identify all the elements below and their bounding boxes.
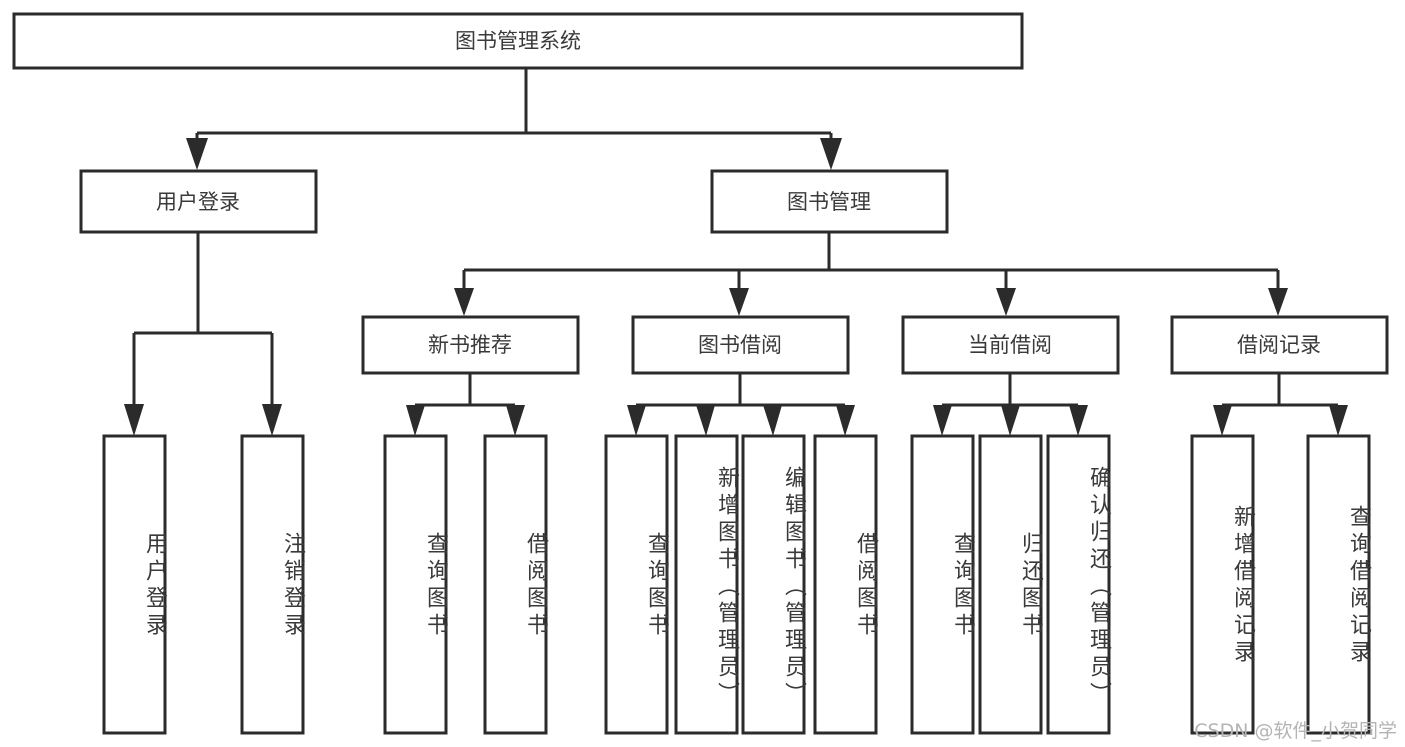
arrow-head-book-borrow-leaf-1 bbox=[627, 405, 646, 436]
new-book-recommend-box-rect bbox=[361, 315, 580, 375]
arrow-head-new-book-leaf-2 bbox=[506, 405, 525, 436]
leaf-box-book-borrow-1[interactable] bbox=[604, 434, 669, 735]
node-new-book-recommend[interactable]: 新书推荐 bbox=[361, 315, 580, 375]
arrow-head-to-book-manage bbox=[820, 138, 842, 170]
arrow-head-to-current-borrow bbox=[996, 288, 1016, 316]
arrow-head-user-login-leaf-2 bbox=[262, 404, 282, 436]
arrow-head-current-borrow-leaf-3 bbox=[1069, 405, 1088, 436]
arrow-head-current-borrow-leaf-2 bbox=[1001, 405, 1020, 436]
leaf-box-current-borrow-3[interactable] bbox=[1046, 434, 1111, 735]
leaf-box-current-borrow-1[interactable] bbox=[910, 434, 975, 735]
leaf-box-book-borrow-2[interactable] bbox=[674, 434, 739, 735]
borrow-record-box-rect bbox=[1170, 315, 1389, 375]
leaf-box-book-borrow-4[interactable] bbox=[813, 434, 878, 735]
root-box-label: 图书管理系统 bbox=[455, 29, 581, 53]
book-manage-box-rect bbox=[710, 169, 949, 234]
arrow-head-book-borrow-leaf-3 bbox=[763, 405, 782, 436]
root-box-rect bbox=[12, 12, 1024, 70]
arrow-head-to-borrow-record bbox=[1268, 288, 1288, 316]
leaf-box-user-login-2[interactable] bbox=[240, 434, 305, 735]
arrow-head-book-borrow-leaf-2 bbox=[696, 405, 715, 436]
csdn-watermark: CSDN @软件_小贺同学 bbox=[1194, 720, 1397, 742]
node-book-manage[interactable]: 图书管理 bbox=[710, 169, 949, 234]
node-user-login[interactable]: 用户登录 bbox=[79, 169, 318, 234]
leaf-box-new-book-1[interactable] bbox=[383, 434, 448, 735]
arrow-head-to-new-book bbox=[454, 288, 474, 316]
node-borrow-record[interactable]: 借阅记录 bbox=[1170, 315, 1389, 375]
node-current-borrow[interactable]: 当前借阅 bbox=[901, 315, 1120, 375]
arrow-head-to-user-login bbox=[186, 138, 208, 170]
leaf-box-user-login-1[interactable] bbox=[102, 434, 167, 735]
leaf-box-borrow-record-2[interactable] bbox=[1306, 434, 1371, 735]
leaf-box-new-book-2[interactable] bbox=[483, 434, 548, 735]
book-borrow-box-label: 图书借阅 bbox=[698, 333, 782, 357]
borrow-record-box-label: 借阅记录 bbox=[1237, 333, 1321, 357]
node-book-borrow[interactable]: 图书借阅 bbox=[631, 315, 850, 375]
arrow-head-user-login-leaf-1 bbox=[124, 404, 144, 436]
arrow-head-borrow-record-leaf-1 bbox=[1213, 405, 1232, 436]
leaf-box-borrow-record-1[interactable] bbox=[1190, 434, 1255, 735]
book-borrow-box-rect bbox=[631, 315, 850, 375]
arrow-head-current-borrow-leaf-1 bbox=[933, 405, 952, 436]
leaf-box-book-borrow-3[interactable] bbox=[741, 434, 806, 735]
arrow-head-to-book-borrow bbox=[729, 288, 749, 316]
arrow-head-borrow-record-leaf-2 bbox=[1329, 405, 1348, 436]
current-borrow-box-rect bbox=[901, 315, 1120, 375]
new-book-recommend-box-label: 新书推荐 bbox=[428, 333, 512, 357]
user-login-box-label: 用户登录 bbox=[156, 190, 240, 214]
arrow-head-book-borrow-leaf-4 bbox=[836, 405, 855, 436]
current-borrow-box-label: 当前借阅 bbox=[968, 333, 1052, 357]
node-root[interactable]: 图书管理系统 bbox=[12, 12, 1024, 70]
leaf-box-current-borrow-2[interactable] bbox=[978, 434, 1043, 735]
book-manage-box-label: 图书管理 bbox=[787, 190, 871, 214]
arrow-head-new-book-leaf-1 bbox=[406, 405, 425, 436]
